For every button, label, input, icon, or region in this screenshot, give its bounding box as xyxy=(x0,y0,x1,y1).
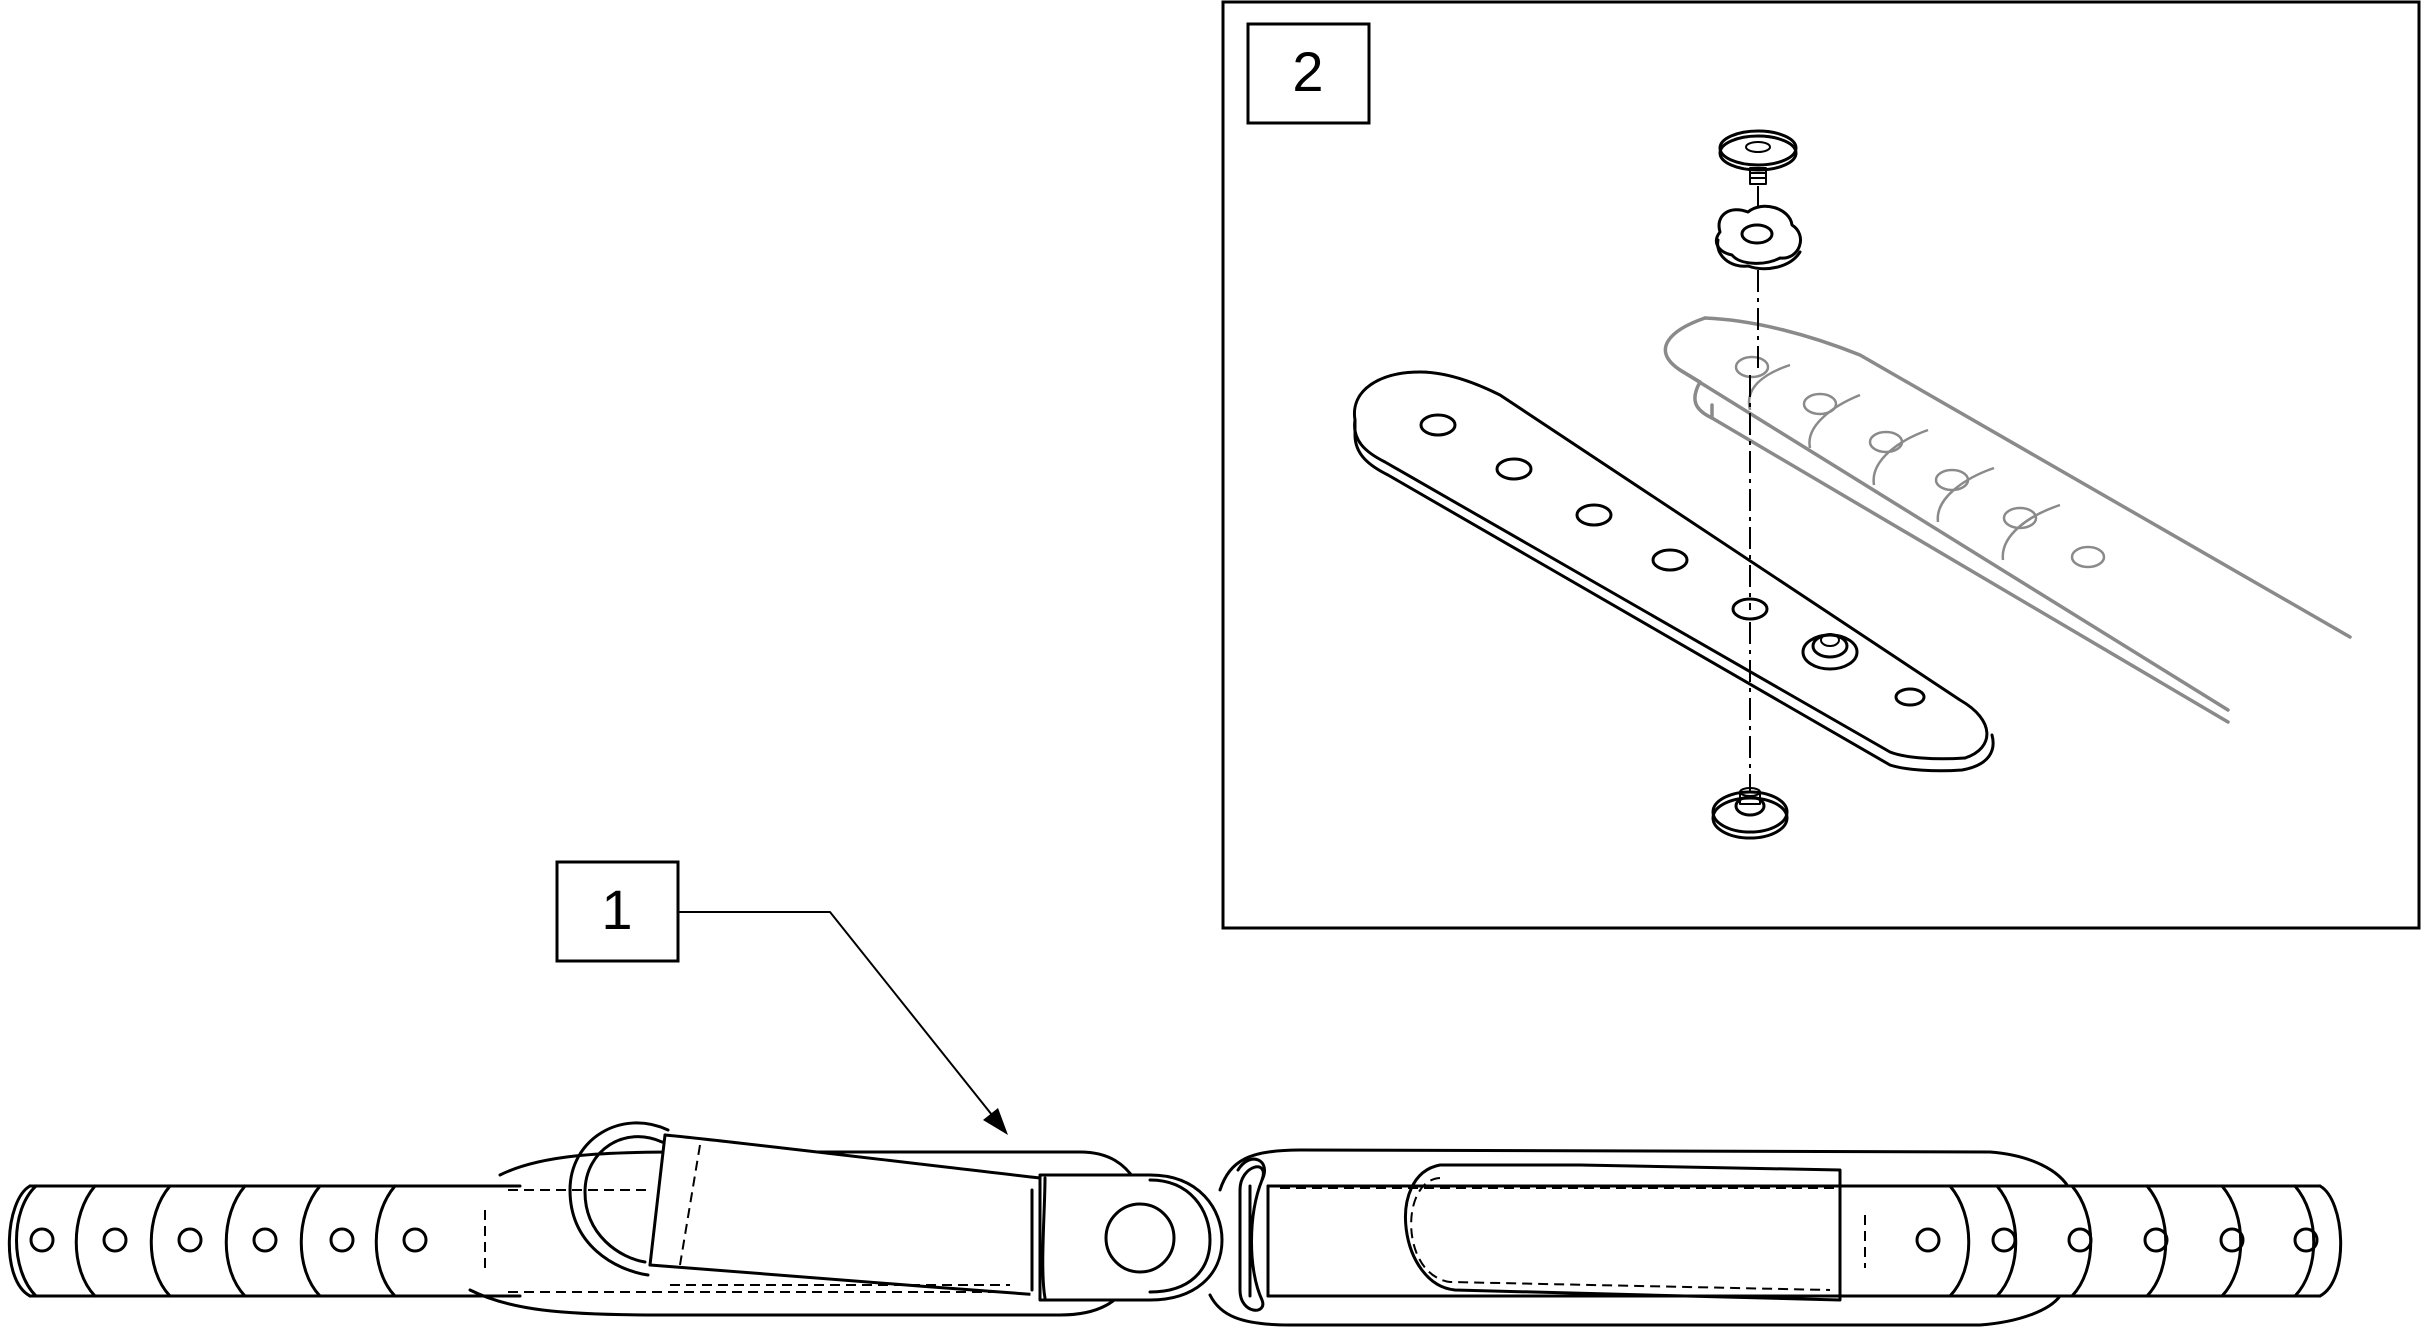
installed-snap-stud xyxy=(1801,633,1859,671)
callout-2-label: 2 xyxy=(1292,40,1323,103)
callout-1-arrowhead xyxy=(983,1108,1008,1135)
left-d-ring xyxy=(568,1121,670,1277)
exploded-snap-cap xyxy=(1715,204,1802,271)
exploded-screw xyxy=(1718,129,1798,185)
left-tongue-strap xyxy=(648,1133,1224,1302)
belt-assembly xyxy=(7,1121,2343,1327)
callout-1-leader xyxy=(679,911,1001,1126)
exploded-snap-base xyxy=(1711,787,1789,840)
callout-1-label: 1 xyxy=(601,878,632,941)
callout-1: 1 xyxy=(555,860,1008,1135)
callout-2: 2 xyxy=(1246,22,1371,125)
right-perforated-strap xyxy=(1248,1163,2343,1302)
left-perforated-strap xyxy=(7,1184,1060,1298)
detail-inset: 2 xyxy=(1221,0,2421,930)
inset-holed-strap xyxy=(1352,370,1995,773)
left-snap-button xyxy=(1104,1202,1176,1274)
center-buckle-ring xyxy=(1236,1157,1266,1312)
